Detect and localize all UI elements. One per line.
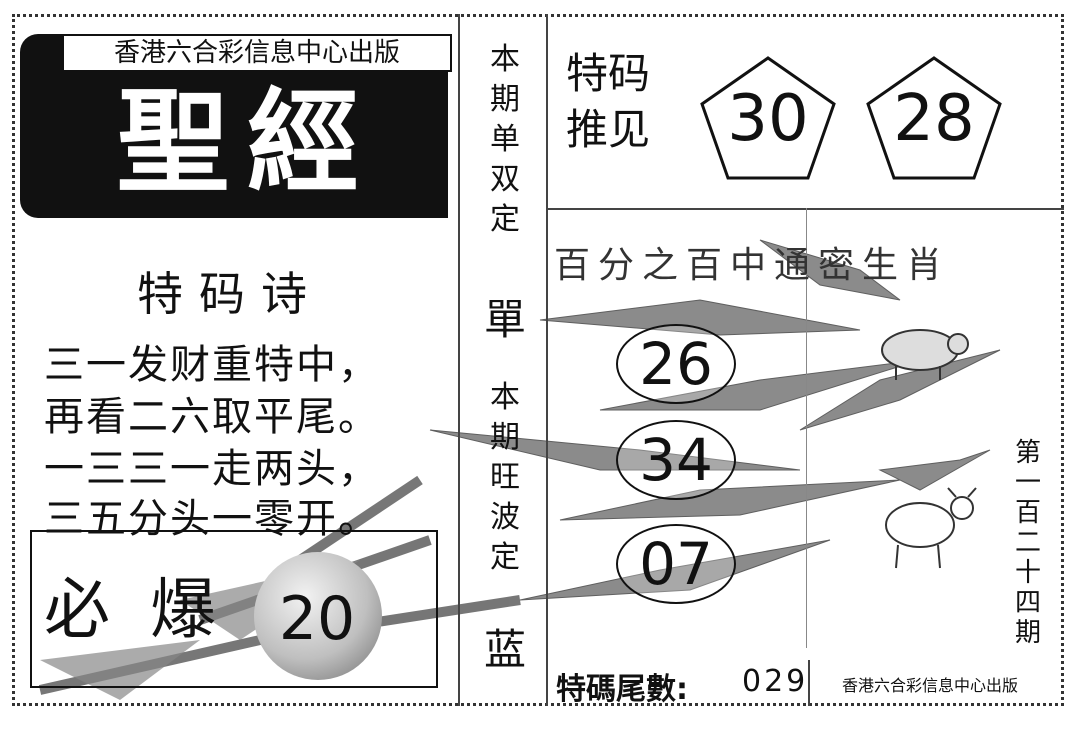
odd-even-value: 單 xyxy=(483,295,526,344)
poem-line: 三一发财重特中， xyxy=(44,342,380,388)
special-recommend-line2: 推见 xyxy=(566,105,651,154)
zodiac-number: 34 xyxy=(616,420,736,500)
divider-top-right xyxy=(546,208,1064,210)
ox-icon xyxy=(885,487,977,569)
must-hit-number: 20 xyxy=(278,584,356,654)
divider-left xyxy=(458,14,460,706)
divider-zodiac xyxy=(806,208,807,648)
issue-number-text: 第一百二十四期 xyxy=(1015,438,1042,648)
divider-middle xyxy=(546,14,548,706)
zodiac-number: 07 xyxy=(616,524,736,604)
poem-line: 三五分头一零开。 xyxy=(44,496,380,542)
odd-even-label-text: 本期单双定 xyxy=(490,42,520,237)
wave-label: 本期旺波定 xyxy=(478,378,532,578)
zodiac-number: 26 xyxy=(616,324,736,404)
tail-value: 029 xyxy=(742,664,809,699)
special-recommend-line1: 特码 xyxy=(566,49,651,98)
must-hit-label: 必爆 xyxy=(44,571,256,648)
publisher-label: 香港六合彩信息中心出版 xyxy=(62,34,452,72)
pig-icon xyxy=(881,329,969,380)
special-number: 30 xyxy=(727,82,809,156)
poem-line: 再看二六取平尾。 xyxy=(44,394,380,440)
divider-tail xyxy=(808,660,810,706)
special-number: 28 xyxy=(893,82,975,156)
poem-line: 一三三一走两头， xyxy=(44,446,380,492)
must-hit-box xyxy=(30,530,438,688)
pentagon-shape xyxy=(700,56,836,180)
odd-even-label: 本期单双定 xyxy=(478,40,532,240)
tail-label: 特碼尾數: xyxy=(556,672,688,707)
zodiac-banner: 百分之百中通密生肖 xyxy=(554,245,951,286)
footer-publisher: 香港六合彩信息中心出版 xyxy=(842,676,1019,695)
dotted-border xyxy=(12,14,1064,706)
wave-value: 蓝 xyxy=(483,625,526,674)
page-title: 聖經 xyxy=(117,77,377,208)
special-recommend-label: 特码 推见 xyxy=(566,46,676,158)
issue-number: 第一百二十四期 xyxy=(1008,438,1048,648)
pentagon-shape xyxy=(866,56,1002,180)
poem-title: 特码诗 xyxy=(137,267,323,321)
ball-icon xyxy=(254,552,382,680)
wave-label-text: 本期旺波定 xyxy=(490,380,520,575)
